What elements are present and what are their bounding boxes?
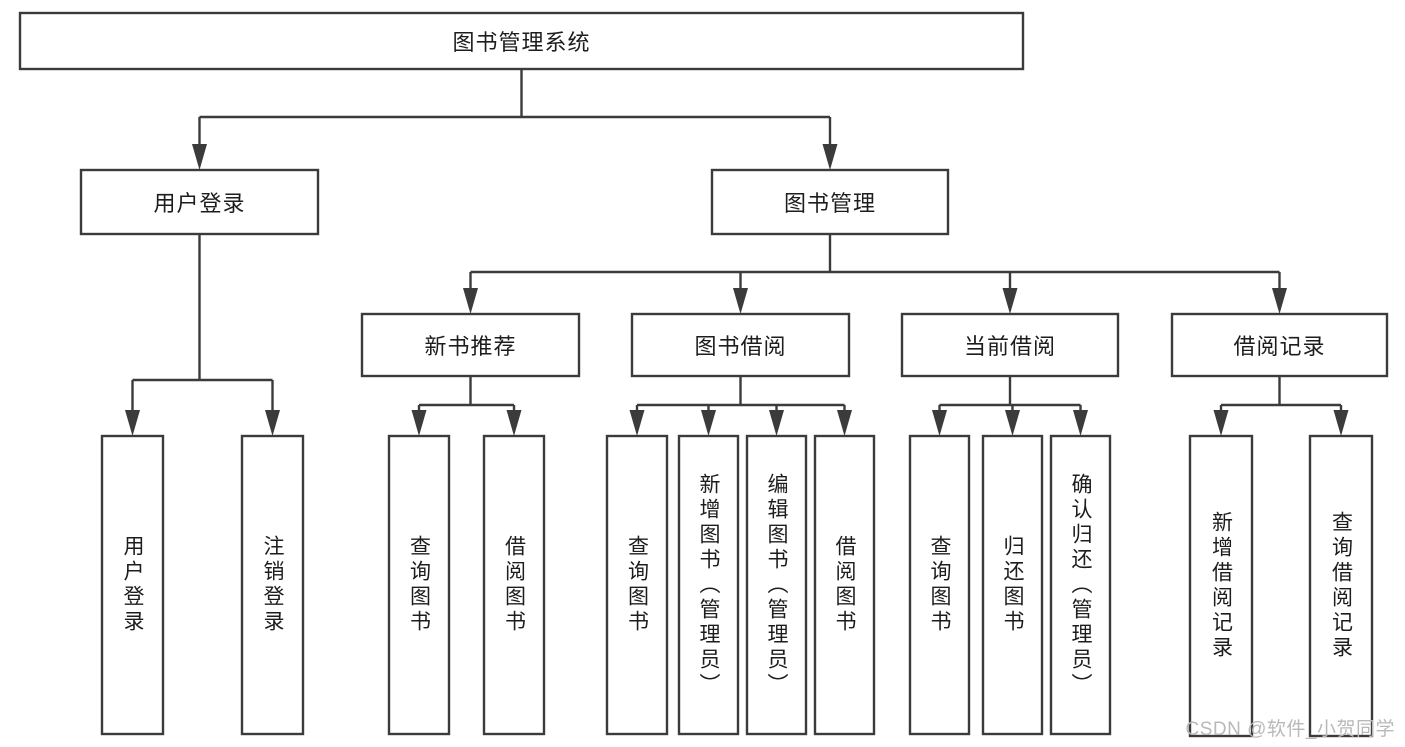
arrow-head-icon [265, 410, 280, 436]
node-box-leaf-add-book[interactable] [677, 434, 740, 736]
node-box-leaf-confirm-return[interactable] [1049, 434, 1112, 736]
node-box-current-borrow[interactable] [900, 312, 1120, 378]
arrow-head-icon [932, 410, 947, 436]
node-box-user-login[interactable] [79, 168, 320, 236]
arrow-head-icon [1073, 410, 1088, 436]
arrow-head-icon [411, 410, 427, 436]
node-box-leaf-borrow-book-2[interactable] [813, 434, 876, 736]
node-box-new-book-recommend[interactable] [360, 312, 581, 378]
arrow-head-icon [1213, 410, 1229, 436]
node-box-leaf-query-record[interactable] [1308, 434, 1374, 738]
arrow-head-icon [506, 410, 522, 436]
node-box-leaf-edit-book[interactable] [745, 434, 808, 736]
node-box-book-borrow[interactable] [630, 312, 851, 378]
arrow-head-icon [192, 144, 207, 170]
arrow-head-icon [1005, 410, 1020, 436]
node-box-leaf-query-book-1[interactable] [387, 434, 451, 736]
node-box-borrow-record[interactable] [1170, 312, 1389, 378]
arrow-head-icon [463, 288, 478, 314]
arrow-head-icon [1002, 288, 1018, 314]
arrow-head-icon [629, 410, 645, 436]
node-box-leaf-return-book[interactable] [981, 434, 1044, 736]
node-box-leaf-borrow-book-1[interactable] [482, 434, 546, 736]
arrow-head-icon [701, 410, 716, 436]
arrow-head-icon [1333, 410, 1349, 436]
arrow-head-icon [769, 410, 784, 436]
arrow-head-icon [822, 144, 838, 170]
arrow-head-icon [125, 410, 140, 436]
node-box-book-manage[interactable] [710, 168, 950, 236]
node-box-leaf-add-record[interactable] [1188, 434, 1254, 738]
edges-layer [125, 69, 1349, 436]
node-box-leaf-query-book-3[interactable] [908, 434, 971, 736]
arrow-head-icon [1272, 288, 1287, 314]
node-box-leaf-query-book-2[interactable] [605, 434, 669, 736]
node-box-leaf-user-login[interactable] [100, 434, 165, 736]
arrow-head-icon [733, 288, 748, 314]
arrow-head-icon [837, 410, 852, 436]
nodes-layer [18, 11, 1389, 738]
node-box-leaf-logout[interactable] [240, 434, 305, 736]
node-box-root[interactable] [18, 11, 1025, 71]
